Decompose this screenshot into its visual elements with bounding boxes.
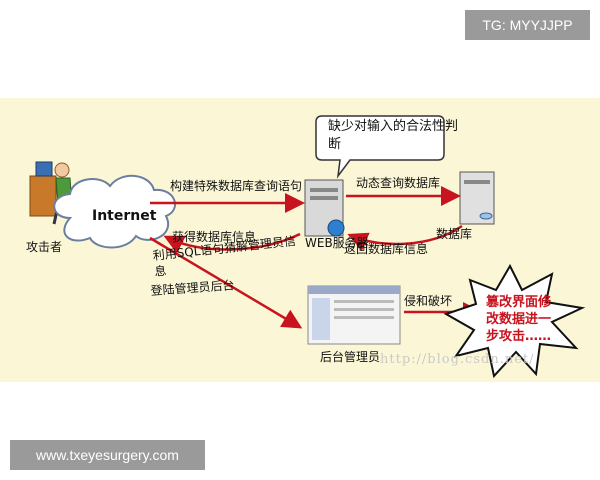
admin-backend-icon <box>307 285 401 345</box>
arrow-sql-guess <box>149 236 303 329</box>
label-return-info: 返回数据库信息 <box>344 242 429 256</box>
label-invade: 侵和破坏 <box>404 294 453 308</box>
web-server-label: WEB服务器 <box>305 236 369 250</box>
database-label: 数据库 <box>436 227 473 241</box>
speech-bubble-text: 缺少对输入的合法性判断 <box>328 119 459 152</box>
internet-label: Internet <box>92 208 157 224</box>
arrow-return-info <box>347 224 463 252</box>
burst-text: 篡改界面修改数据进一步攻击…… <box>486 295 552 344</box>
speech-bubble-shape <box>315 115 445 179</box>
diagram-graphics <box>29 115 586 379</box>
channel-tag: TG: MYYJJPP <box>465 10 590 40</box>
label-get-info: 获得数据库信息 <box>172 230 257 244</box>
arrow-get-info <box>163 232 301 254</box>
label-build-query: 构建特殊数据库查询语句 <box>170 179 303 193</box>
internet-cloud-icon <box>53 174 177 249</box>
database-server-icon <box>459 171 495 225</box>
sql-injection-diagram: 攻击者 Internet WEB服务器 数据库 后台管理员 缺少对输入的合法性判… <box>0 98 600 382</box>
explosion-burst-shape <box>443 263 586 379</box>
admin-label: 后台管理员 <box>320 350 381 364</box>
web-server-icon <box>304 179 345 237</box>
attacker-label: 攻击者 <box>26 240 63 254</box>
url-watermark: http://blog.csdn.net/ <box>380 352 535 367</box>
label-dynamic-query: 动态查询数据库 <box>356 176 441 190</box>
site-tag: www.txeyesurgery.com <box>10 440 205 470</box>
